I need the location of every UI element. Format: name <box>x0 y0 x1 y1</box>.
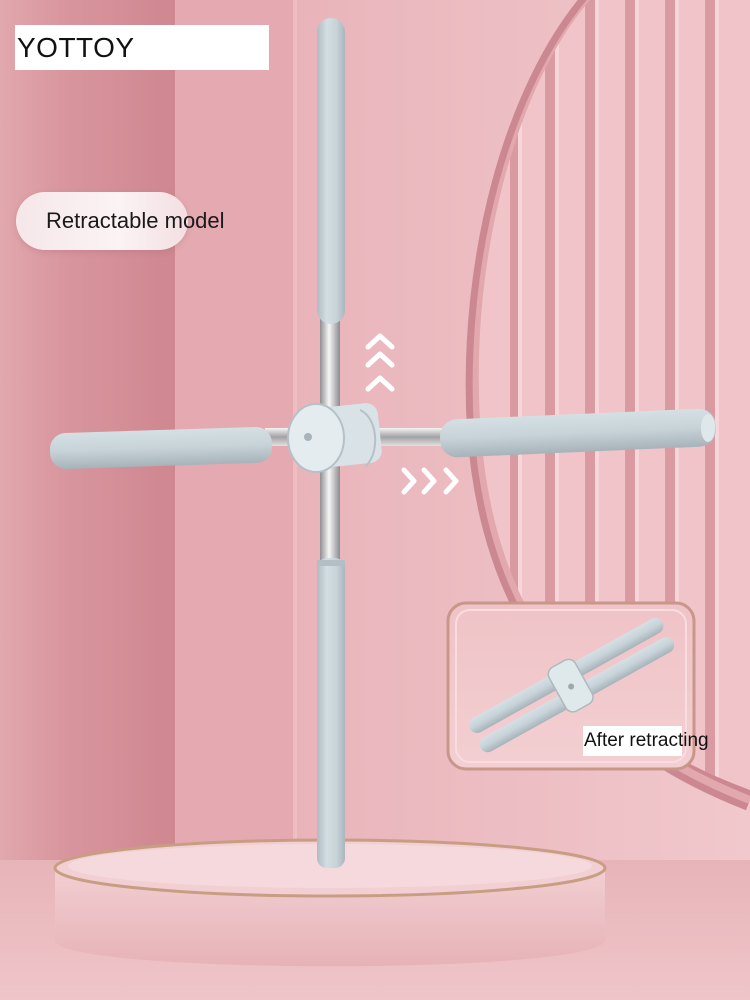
left-wall <box>0 0 175 860</box>
center-hub <box>287 403 382 473</box>
brand-label: YOTTOY <box>15 25 269 70</box>
after-retracting-label: After retracting <box>583 726 709 756</box>
retractable-pill <box>16 192 188 250</box>
retractable-model-label: Retractable model <box>46 208 225 233</box>
right-arrows-icon <box>401 467 459 495</box>
up-arrows-icon <box>365 333 395 392</box>
